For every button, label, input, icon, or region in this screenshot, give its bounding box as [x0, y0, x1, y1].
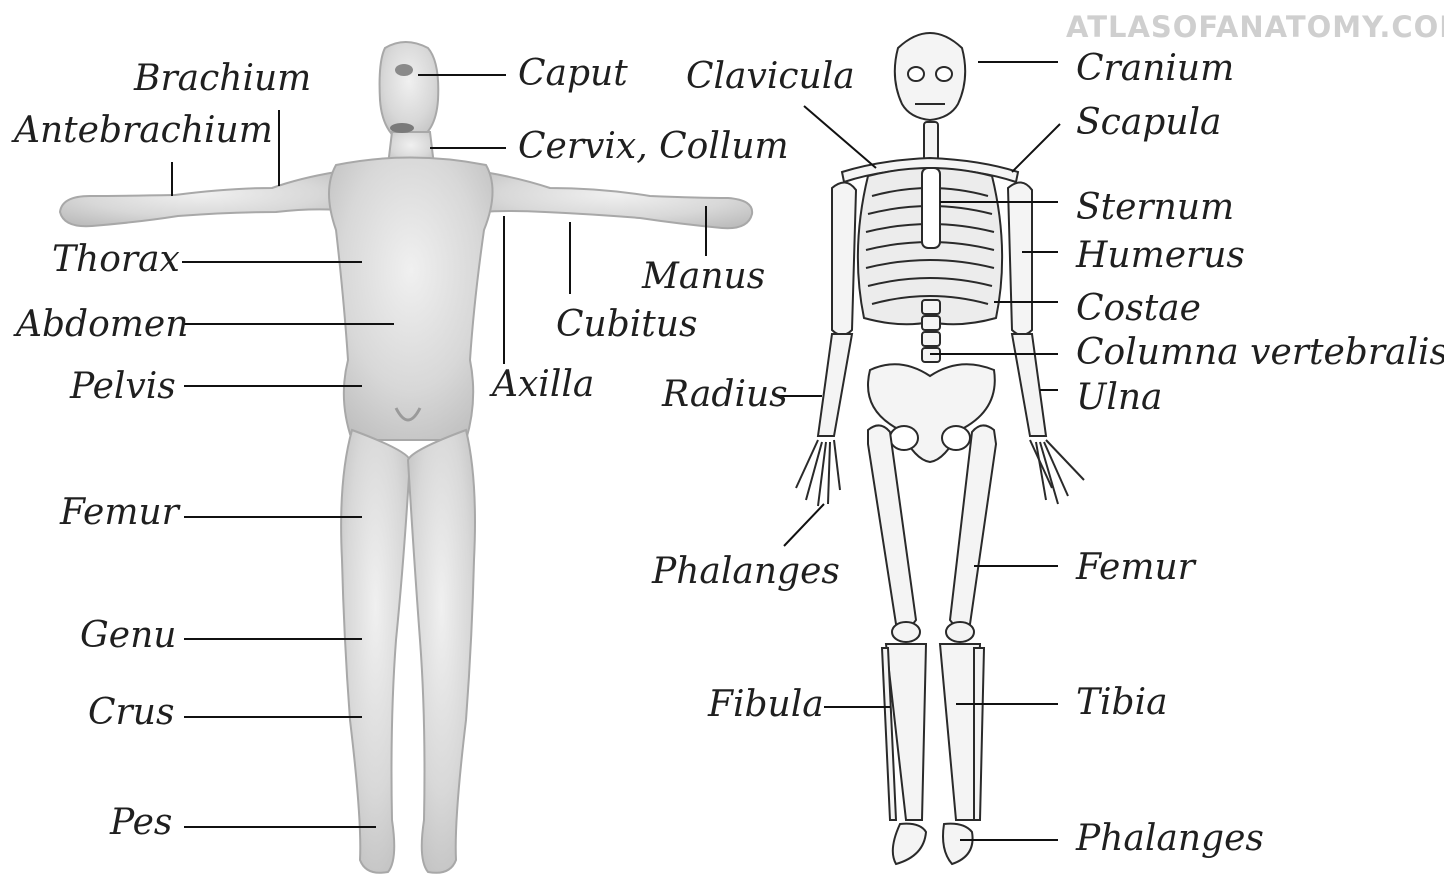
watermark: ATLASOFANATOMY.COM	[1066, 10, 1444, 44]
label-costae: Costae	[1076, 291, 1201, 327]
label-manus: Manus	[642, 259, 765, 295]
label-fibula: Fibula	[708, 687, 824, 723]
label-cranium: Cranium	[1076, 51, 1234, 87]
label-axilla: Axilla	[492, 367, 594, 403]
label-thorax: Thorax	[52, 242, 180, 278]
label-cervix-collum: Cervix, Collum	[518, 129, 789, 165]
label-humerus: Humerus	[1076, 238, 1245, 274]
label-sternum: Sternum	[1076, 190, 1234, 226]
label-clavicula: Clavicula	[686, 59, 855, 95]
label-pelvis: Pelvis	[70, 369, 176, 405]
label-abdomen: Abdomen	[16, 307, 188, 343]
label-phalanges-foot: Phalanges	[1076, 821, 1264, 857]
label-femur-body: Femur	[60, 495, 179, 531]
label-brachium: Brachium	[134, 61, 311, 97]
label-genu: Genu	[80, 618, 176, 654]
skeleton-figure	[796, 33, 1084, 864]
label-phalanges-hand: Phalanges	[652, 554, 840, 590]
eye-mark	[395, 64, 413, 76]
chin-mark	[390, 123, 414, 133]
label-scapula: Scapula	[1076, 105, 1222, 141]
label-tibia: Tibia	[1076, 685, 1168, 721]
label-antebrachium: Antebrachium	[14, 113, 273, 149]
label-crus: Crus	[88, 695, 174, 731]
label-caput: Caput	[518, 56, 628, 92]
label-femur-skeleton: Femur	[1076, 550, 1195, 586]
label-columna-vertebralis: Columna vertebralis	[1076, 335, 1444, 371]
label-radius: Radius	[662, 377, 788, 413]
label-cubitus: Cubitus	[556, 307, 697, 343]
label-pes: Pes	[110, 805, 172, 841]
label-ulna: Ulna	[1076, 380, 1163, 416]
